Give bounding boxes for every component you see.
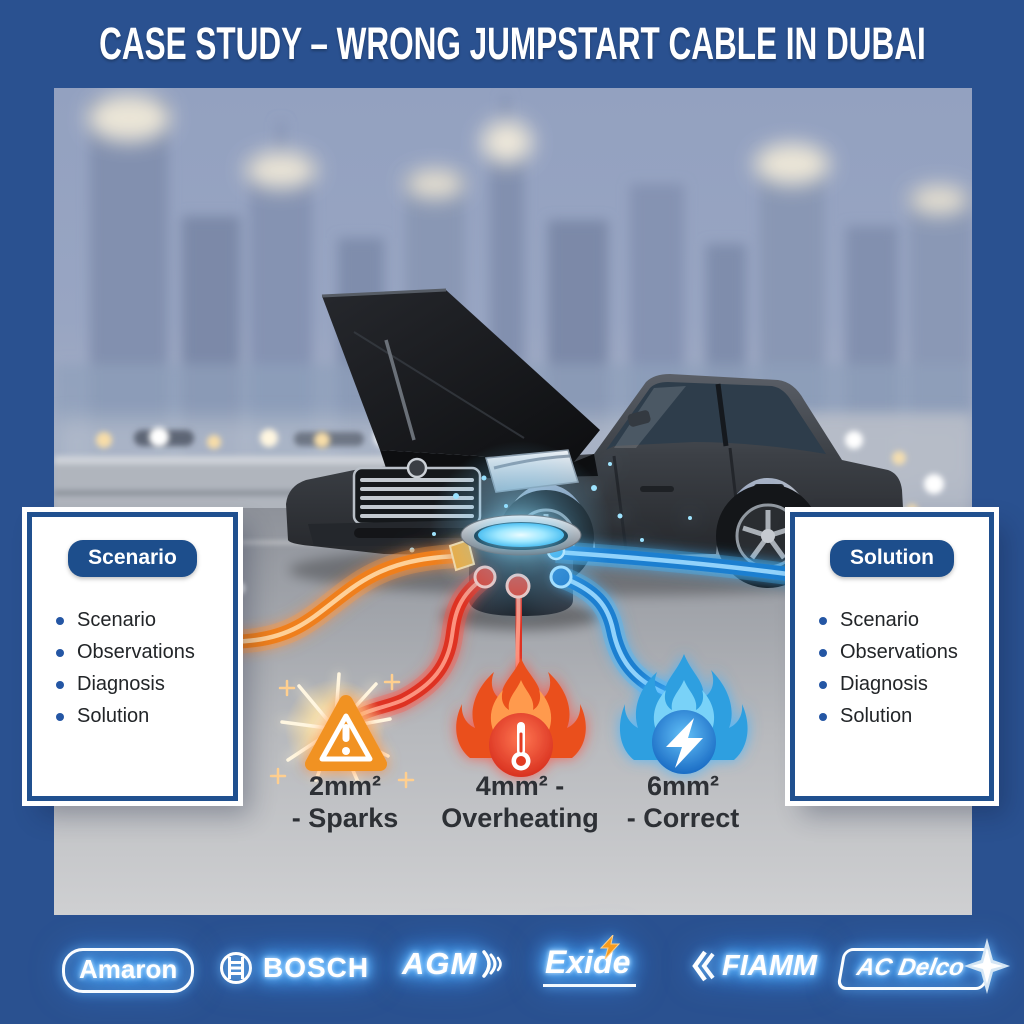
card-bullet-list: Scenario Observations Diagnosis Solution [795,609,989,728]
card-bullet-label: Observations [840,641,958,663]
bullet-dot [819,712,827,721]
brand-logo-agm: AGM [402,946,506,982]
acdelco-star-icon [963,938,1010,994]
brand-label: BOSCH [263,952,370,983]
card-bullet-label: Solution [840,705,913,727]
card-bullet-label: Scenario [840,609,919,631]
brand-label: FIAMM [722,949,818,982]
cable-label-line1: 2mm² [308,771,382,801]
cable-label-6mm: 6mm² - Correct [588,770,778,834]
lightning-bolt-icon [619,654,748,774]
card-bullet-label: Observations [77,641,195,663]
scenario-card: Scenario Scenario Observations Diagnosis… [27,512,238,801]
bullet-dot [819,616,827,625]
card-bullet-label: Scenario [77,609,156,631]
brand-label: AGM [402,946,478,981]
card-bullet-item: Solution [56,705,233,728]
brand-label: Amaron [79,954,178,984]
card-bullet-item: Solution [819,705,989,728]
bullet-dot [56,616,64,625]
card-bullet-item: Observations [819,641,989,664]
side-mirror [627,410,651,427]
scenario-badge: Scenario [68,540,197,577]
exide-bolt-icon [599,935,621,959]
solution-badge: Solution [830,540,954,577]
cable-label-line2: - Correct [626,803,740,833]
bullet-dot [56,712,64,721]
brand-logo-bosch: BOSCH [218,950,369,986]
brand-label: Exide [545,944,631,980]
overheating-thermometer-icon [456,658,586,777]
bosch-emblem-icon [220,952,252,984]
agm-wing-icon [482,950,503,978]
cable-label-line2: - Sparks [291,803,399,833]
brand-label: AC Delco [854,954,967,981]
solution-card: Solution Scenario Observations Diagnosis… [790,512,994,801]
brand-logo-exide: Exide [543,935,637,987]
card-bullet-item: Observations [56,641,233,664]
warning-triangle-icon [305,695,387,771]
card-bullet-item: Diagnosis [819,673,989,696]
title-bar: CASE STUDY – WRONG JUMPSTART CABLE IN DU… [0,0,1024,88]
skyline-lit-tops [87,94,969,215]
car-windows [606,382,826,454]
bullet-dot [819,648,827,657]
card-bullet-list: Scenario Observations Diagnosis Solution [32,609,233,728]
battery-hub-top [429,441,613,625]
cable-label-line1: 4mm² - [475,771,565,801]
cable-label-4mm: 4mm² - Overheating [425,770,615,834]
bullet-dot [56,648,64,657]
cable-label-line2: Overheating [441,803,599,833]
bullet-dot [56,680,64,689]
brand-logo-acdelco: AC Delco [836,938,1010,994]
card-bullet-item: Diagnosis [56,673,233,696]
card-bullet-label: Solution [77,705,150,727]
card-bullet-item: Scenario [819,609,989,632]
brand-logo-fiamm: FIAMM [692,948,817,984]
fiamm-chevron-icon [692,950,715,982]
cable-label-line1: 6mm² [646,771,720,801]
page-title: CASE STUDY – WRONG JUMPSTART CABLE IN DU… [98,18,926,69]
card-bullet-label: Diagnosis [840,673,928,695]
card-bullet-item: Scenario [56,609,233,632]
cable-label-2mm: 2mm² - Sparks [250,770,440,834]
bullet-dot [819,680,827,689]
brand-logo-amaron: Amaron [62,948,195,993]
card-bullet-label: Diagnosis [77,673,165,695]
